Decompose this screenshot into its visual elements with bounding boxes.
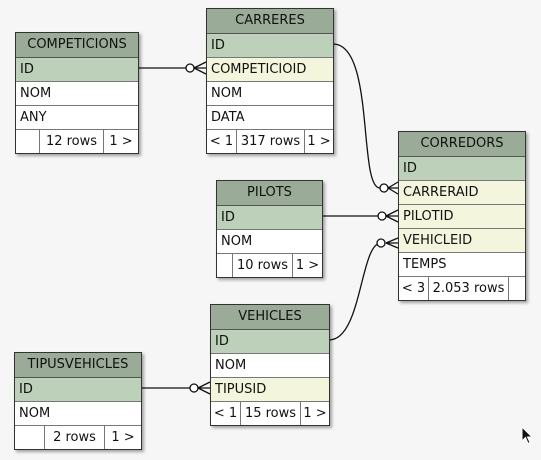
row-count: 2 rows [45,426,105,449]
table-title[interactable]: COMPETICIONS [16,33,138,58]
table-footer: 2 rows 1 > [15,426,141,449]
field-id[interactable]: ID [15,378,141,402]
table-pilots[interactable]: PILOTS ID NOM 10 rows 1 > [216,180,323,278]
next-page-button[interactable]: 1 > [303,406,327,421]
field-id[interactable]: ID [207,34,333,58]
prev-page-button[interactable]: < 1 [211,402,241,425]
field-pilotid[interactable]: PILOTID [399,205,525,229]
mouse-pointer-icon [521,426,534,445]
table-footer: < 3 2.053 rows [399,277,525,300]
table-footer: 10 rows 1 > [217,254,322,277]
table-title[interactable]: VEHICLES [211,305,329,330]
prev-page-button[interactable]: < 1 [207,130,237,153]
table-footer: < 1 317 rows 1 > [207,130,333,153]
many-marker [193,61,207,75]
link-vehicles-corredors [328,242,382,341]
field-nom[interactable]: NOM [15,402,141,426]
many-marker [385,209,399,223]
field-id[interactable]: ID [16,58,138,82]
field-competicioid[interactable]: COMPETICIOID [207,58,333,82]
link-carreres-corredors [332,43,381,189]
field-id[interactable]: ID [211,330,329,354]
table-footer: 12 rows 1 > [16,130,138,153]
table-title[interactable]: PILOTS [217,181,322,206]
field-any[interactable]: ANY [16,106,138,130]
prev-page-button[interactable]: < 3 [399,277,429,300]
row-count: 15 rows [241,402,301,425]
table-tipusvehicles[interactable]: TIPUSVEHICLES ID NOM 2 rows 1 > [14,352,142,450]
table-title[interactable]: TIPUSVEHICLES [15,353,141,378]
table-corredors[interactable]: CORREDORS ID CARRERAID PILOTID VEHICLEID… [398,131,526,301]
optional-marker [185,63,195,73]
next-page-button[interactable]: 1 > [109,134,133,149]
optional-marker [376,238,386,248]
field-nom[interactable]: NOM [211,354,329,378]
table-vehicles[interactable]: VEHICLES ID NOM TIPUSID < 1 15 rows 1 > [210,304,330,426]
row-count: 317 rows [237,130,305,153]
next-page-button[interactable] [509,277,525,300]
prev-page-button[interactable] [15,426,45,449]
table-footer: < 1 15 rows 1 > [211,402,329,425]
many-marker [197,381,211,395]
optional-marker [189,383,199,393]
field-id[interactable]: ID [217,206,322,230]
table-title[interactable]: CARRERES [207,9,333,34]
field-vehicleid[interactable]: VEHICLEID [399,229,525,253]
field-nom[interactable]: NOM [207,82,333,106]
optional-marker [377,211,387,221]
row-count: 12 rows [40,130,104,153]
field-nom[interactable]: NOM [217,230,322,254]
prev-page-button[interactable] [16,130,40,153]
many-marker [385,237,399,249]
optional-marker [379,183,389,193]
next-page-button[interactable]: 1 > [111,430,135,445]
field-temps[interactable]: TEMPS [399,253,525,277]
field-data[interactable]: DATA [207,106,333,130]
row-count: 2.053 rows [429,277,509,300]
table-title[interactable]: CORREDORS [399,132,525,157]
table-carreres[interactable]: CARRERES ID COMPETICIOID NOM DATA < 1 31… [206,8,334,154]
next-page-button[interactable]: 1 > [295,258,320,273]
next-page-button[interactable]: 1 > [307,134,331,149]
table-competicions[interactable]: COMPETICIONS ID NOM ANY 12 rows 1 > [15,32,139,154]
field-nom[interactable]: NOM [16,82,138,106]
row-count: 10 rows [233,254,293,277]
field-tipusid[interactable]: TIPUSID [211,378,329,402]
field-id[interactable]: ID [399,157,525,181]
field-carreraid[interactable]: CARRERAID [399,181,525,205]
prev-page-button[interactable] [217,254,233,277]
many-marker [387,181,399,195]
